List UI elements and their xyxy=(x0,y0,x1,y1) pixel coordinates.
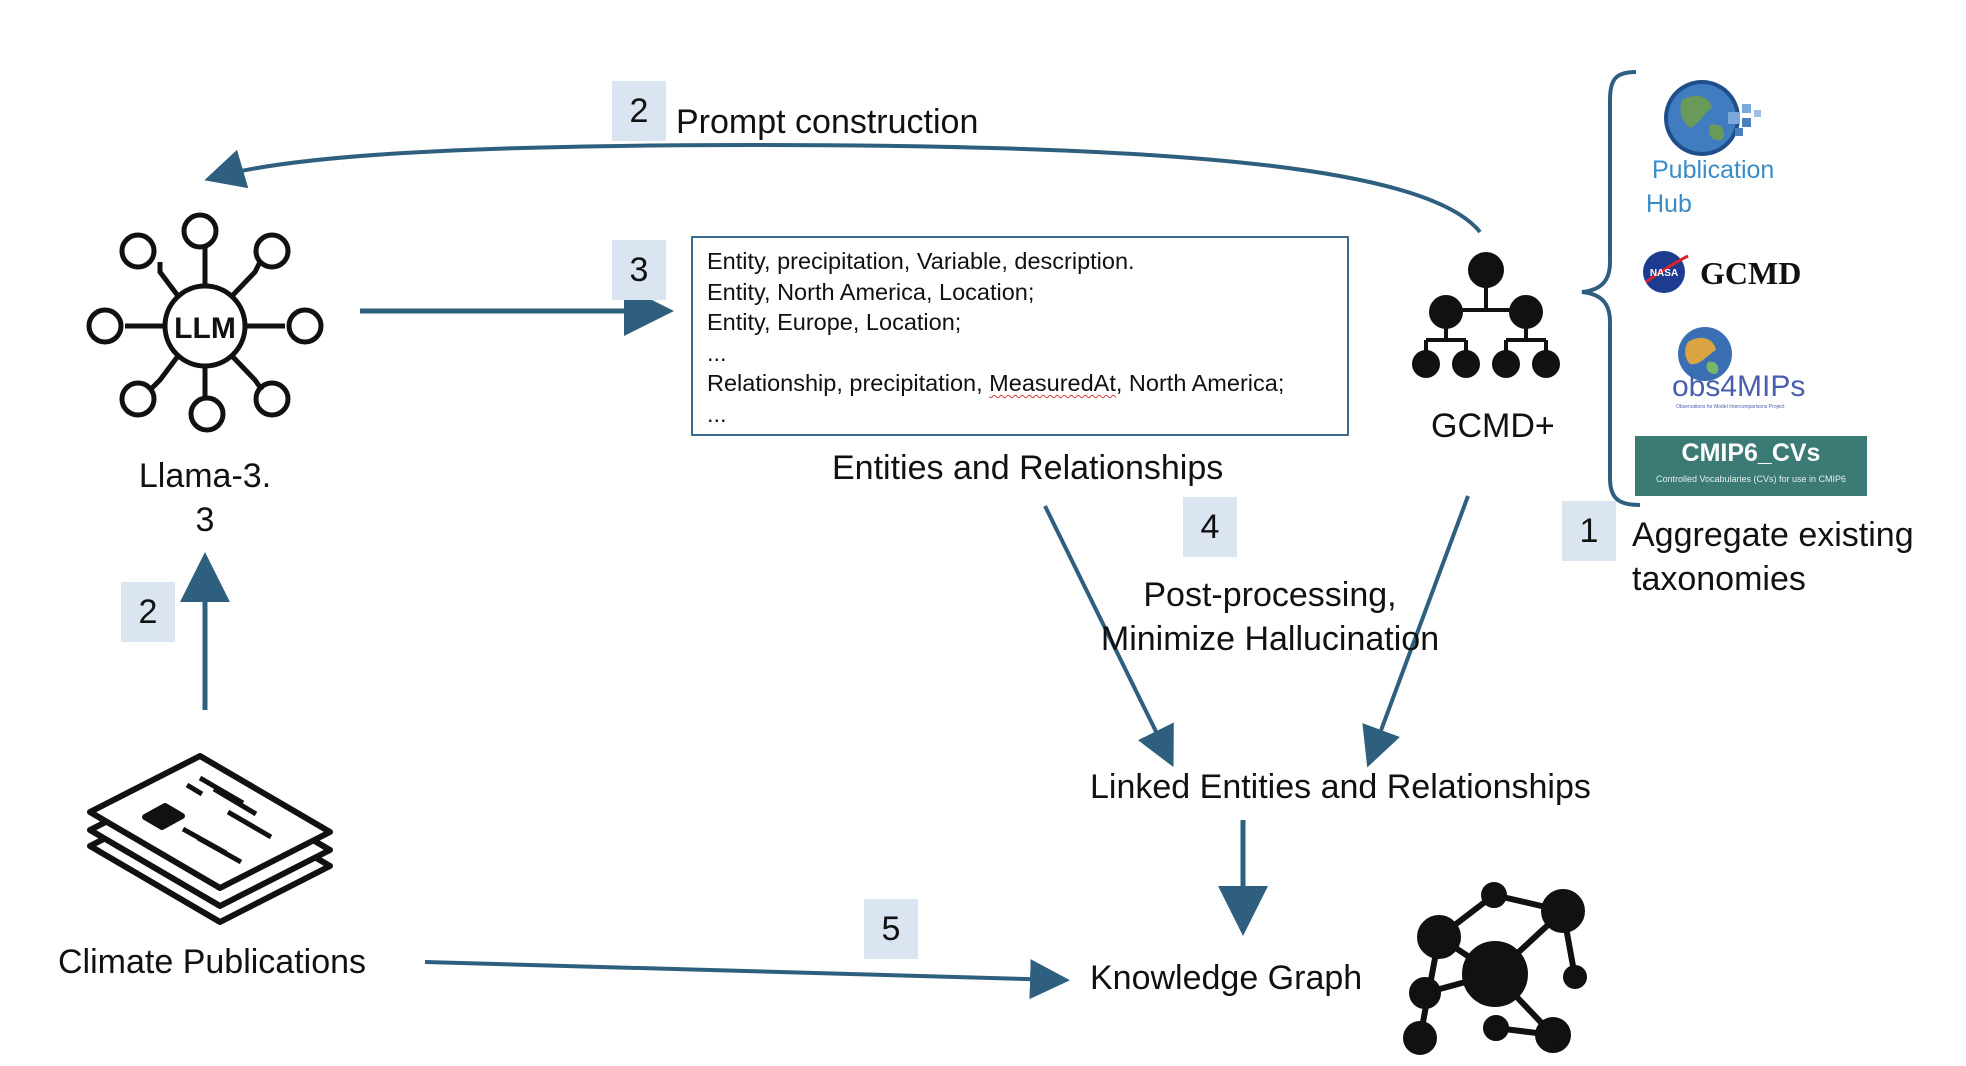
llm-icon-label: LLM xyxy=(174,312,236,345)
graph-network-icon xyxy=(1403,882,1587,1055)
linked-entities-label: Linked Entities and Relationships xyxy=(1090,768,1591,806)
publication-hub-label-line1: Publication xyxy=(1652,156,1775,184)
step-badge-5: 5 xyxy=(864,899,918,959)
relationship-suffix: , North America; xyxy=(1115,370,1285,396)
arrow-gcmd-to-linked xyxy=(1362,495,1470,768)
post-processing-line2: Minimize Hallucination xyxy=(1100,620,1440,658)
er-line-3: Entity, Europe, Location; xyxy=(707,309,962,335)
arrow-publications-to-kg xyxy=(424,959,1070,1000)
prompt-construction-label: Prompt construction xyxy=(676,103,979,141)
er-line-4: ... xyxy=(707,339,727,366)
step-badge-4: 4 xyxy=(1183,497,1237,557)
obs4mips-subtitle: Observations for Model Intercomparisons … xyxy=(1676,404,1785,410)
aggregate-label-line2: taxonomies xyxy=(1632,560,1806,598)
llama-label-line2: 3 xyxy=(195,501,215,539)
document-stack-icon xyxy=(87,753,333,925)
entities-relationships-box: Entity, precipitation, Variable, descrip… xyxy=(691,236,1349,436)
entities-relationships-label: Entities and Relationships xyxy=(832,449,1224,487)
cmip6-subtitle: Controlled Vocabularies (CVs) for use in… xyxy=(1655,474,1847,484)
obs4mips-logo-text: obs4MIPs xyxy=(1672,370,1806,403)
hierarchy-tree-icon xyxy=(1412,252,1560,378)
nasa-logo-text: NASA xyxy=(1650,268,1678,279)
post-processing-line1: Post-processing, xyxy=(1143,576,1397,614)
er-line-2: Entity, North America, Location; xyxy=(707,278,1035,305)
publication-hub-label-line2: Hub xyxy=(1646,190,1692,218)
cmip6-cvs-logo: CMIP6_CVs Controlled Vocabularies (CVs) … xyxy=(1635,436,1867,496)
llm-network-icon: LLM xyxy=(86,212,324,433)
nasa-logo-icon: NASA xyxy=(1643,251,1689,293)
taxonomy-brace xyxy=(1581,70,1641,507)
step-badge-1: 1 xyxy=(1562,501,1616,561)
arrow-prompt-construction xyxy=(204,142,1482,234)
gcmd-plus-label: GCMD+ xyxy=(1431,407,1555,445)
relationship-flagged-word: MeasuredAt xyxy=(989,370,1116,396)
cmip6-title: CMIP6_CVs xyxy=(1681,439,1821,467)
llama-label-line1: Llama-3. xyxy=(138,457,272,495)
step-badge-3: 3 xyxy=(612,240,666,300)
globe-icon xyxy=(1678,327,1732,381)
er-line-6: ... xyxy=(707,400,727,427)
er-line-relationship: Relationship, precipitation, MeasuredAt,… xyxy=(707,368,1333,399)
er-line-1: Entity, precipitation, Variable, descrip… xyxy=(707,248,1135,274)
step-badge-2-left: 2 xyxy=(121,582,175,642)
relationship-prefix: Relationship, precipitation, xyxy=(707,370,990,396)
knowledge-graph-label: Knowledge Graph xyxy=(1090,959,1363,997)
globe-icon xyxy=(1664,80,1761,156)
step-badge-2-top: 2 xyxy=(612,81,666,141)
climate-publications-label: Climate Publications xyxy=(58,943,367,981)
gcmd-logo-text: GCMD xyxy=(1700,255,1802,291)
aggregate-label-line1: Aggregate existing xyxy=(1632,516,1914,554)
arrow-entities-to-linked xyxy=(1043,505,1174,768)
